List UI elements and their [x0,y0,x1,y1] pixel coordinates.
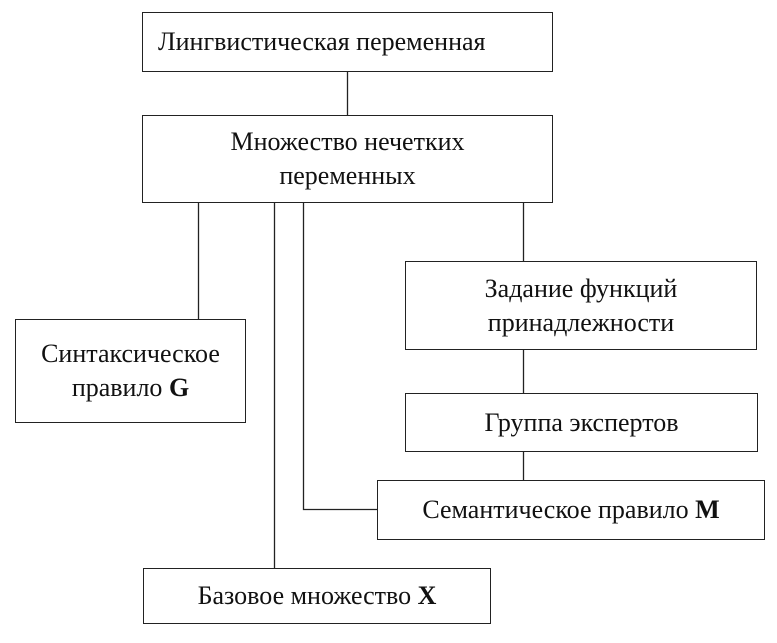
node-linguistic-variable: Лингвистическая переменная [142,12,553,72]
node-expert-group-label: Группа экспертов [484,407,679,437]
node-fuzzy-variables-set: Множество нечетких переменных [142,115,553,203]
edge-fuzzy-to-semantic [302,203,377,511]
node-semantic-rule-symbol: M [695,495,720,524]
node-syntactic-rule-symbol: G [168,373,190,402]
node-membership-functions-line2: принадлежности [487,307,675,337]
node-syntactic-rule-line2: правило G [41,371,220,405]
node-semantic-rule: Семантическое правило M [377,480,765,540]
node-expert-group: Группа экспертов [405,393,758,452]
node-base-set-symbol: X [417,581,437,610]
node-fuzzy-variables-set-line1: Множество нечетких [230,127,465,156]
node-linguistic-variable-label: Лингвистическая переменная [158,27,486,56]
node-syntactic-rule: Синтаксическое правило G [15,319,246,423]
node-semantic-rule-text: Семантическое правило [422,495,696,524]
node-base-set: Базовое множество X [143,568,491,624]
node-base-set-label: Базовое множество X [198,579,437,613]
node-base-set-text: Базовое множество [197,581,418,610]
node-syntactic-rule-line2-text: правило [71,373,169,402]
node-membership-functions: Задание функций принадлежности [405,261,757,350]
node-syntactic-rule-line1: Синтаксическое [41,339,220,368]
node-membership-functions-line1: Задание функций [484,273,678,303]
node-semantic-rule-label: Семантическое правило M [422,493,719,527]
node-fuzzy-variables-set-line2: переменных [279,161,416,190]
